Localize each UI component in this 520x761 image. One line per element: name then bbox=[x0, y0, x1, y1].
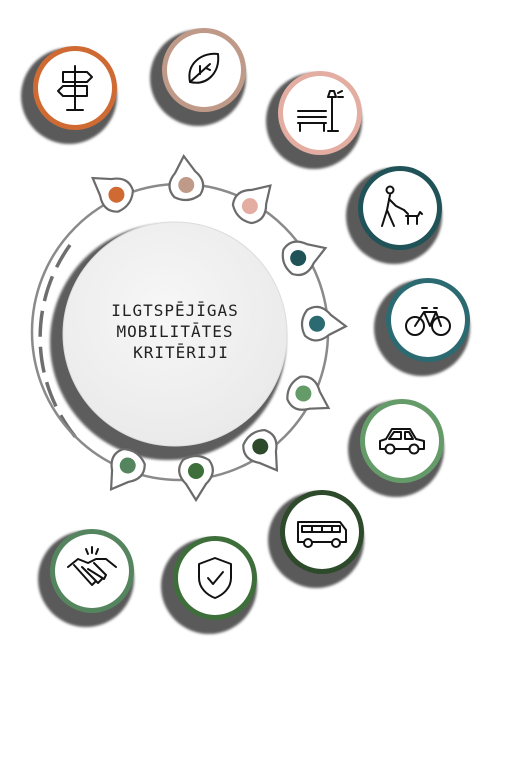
connector-pin-shield bbox=[178, 454, 214, 503]
criterion-face bbox=[283, 76, 357, 150]
bus-icon bbox=[297, 521, 347, 548]
connector-pin-walk-dog bbox=[281, 240, 328, 277]
walk-dog-icon bbox=[381, 185, 423, 227]
car-icon bbox=[379, 428, 425, 455]
connector-pin-bus bbox=[242, 428, 279, 472]
criterion-signpost bbox=[21, 46, 117, 144]
criterion-bench bbox=[266, 71, 362, 169]
criterion-shield bbox=[161, 536, 257, 634]
criterion-leaf bbox=[150, 28, 246, 126]
criterion-bus bbox=[268, 490, 364, 588]
connector-pin-leaf bbox=[168, 154, 205, 202]
center-title-line-3: KRITĒRIJI bbox=[133, 343, 229, 362]
leaf-icon bbox=[188, 52, 220, 84]
bicycle-icon bbox=[405, 307, 451, 336]
criterion-handshake bbox=[38, 529, 134, 627]
shield-check-icon bbox=[198, 557, 232, 599]
connector-pin-handshake bbox=[109, 447, 146, 491]
center-disc bbox=[50, 221, 288, 460]
handshake-icon bbox=[67, 546, 117, 586]
criterion-bicycle bbox=[374, 278, 470, 376]
criterion-car bbox=[348, 399, 444, 497]
center-title-line-1: ILGTSPĒJĪGAS bbox=[111, 301, 239, 320]
signpost-icon bbox=[57, 65, 93, 111]
criterion-walk-dog bbox=[346, 166, 442, 264]
center-title-line-2: MOBILITĀTES bbox=[116, 322, 234, 341]
outer-dashed-arc bbox=[38, 243, 80, 442]
connector-pin-bicycle bbox=[300, 305, 348, 342]
criterion-face bbox=[365, 404, 439, 478]
connector-pin-car bbox=[286, 375, 331, 411]
connector-pin-signpost bbox=[91, 176, 135, 213]
bench-lamp-icon bbox=[297, 90, 344, 132]
center-title: ILGTSPĒJĪGAS MOBILITĀTES KRITĒRIJI bbox=[70, 300, 280, 363]
criterion-face bbox=[178, 541, 252, 615]
connector-pin-bench bbox=[231, 184, 272, 225]
